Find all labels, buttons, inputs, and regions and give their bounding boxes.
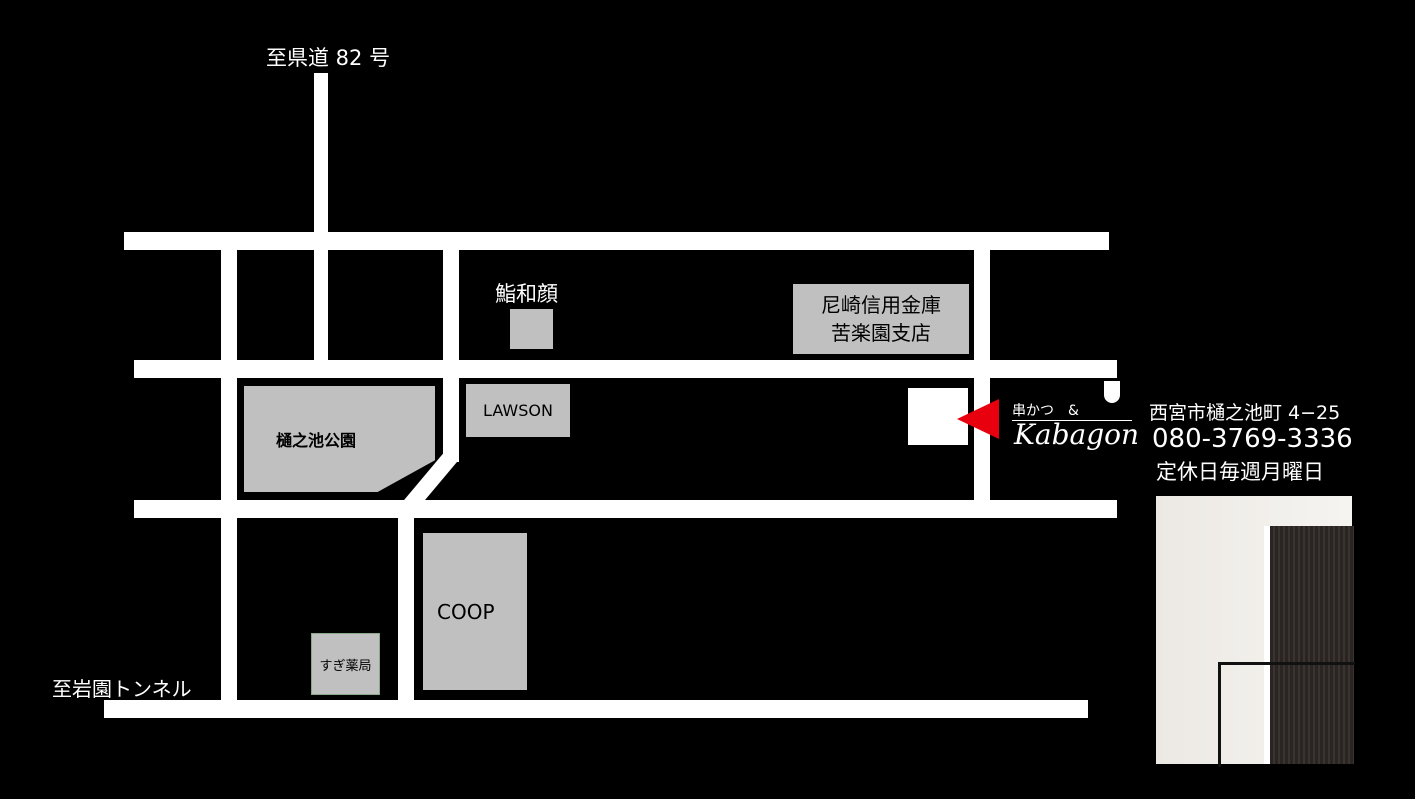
building-coop: COOP (423, 533, 527, 690)
shop-closed-day: 定休日毎週月曜日 (1156, 460, 1324, 484)
bank-branch: 苦楽園支店 (831, 321, 931, 345)
shop-photo (1156, 496, 1355, 767)
handrail (1218, 662, 1355, 767)
building-lawson: LAWSON (466, 384, 570, 437)
road (134, 360, 1117, 378)
shop-phone: 080-3769-3336 (1152, 424, 1353, 454)
road (124, 232, 1109, 250)
road (443, 232, 459, 462)
label-sushi: 鮨和顔 (495, 282, 558, 306)
road (134, 500, 1117, 518)
building-pharmacy: すぎ薬局 (311, 633, 380, 695)
shop-address: 西宮市樋之池町 4−25 (1149, 402, 1341, 424)
location-marker-icon (957, 399, 999, 439)
building-sushi (510, 309, 553, 349)
building-bank: 尼崎信用金庫 苦楽園支店 (793, 284, 969, 354)
road (314, 73, 328, 363)
road (221, 232, 237, 712)
wine-glass-icon (1104, 381, 1120, 403)
park-label: 樋之池公園 (276, 431, 357, 450)
shop-logo-top: 串かつ & (1012, 400, 1132, 421)
door (1264, 526, 1354, 764)
road (104, 700, 1088, 718)
label-west: 至岩園トンネル (52, 677, 192, 701)
bank-name: 尼崎信用金庫 (821, 293, 941, 317)
shop-logo-name: Kabagon (1014, 418, 1140, 451)
road (398, 505, 414, 710)
road (974, 232, 990, 512)
park: 樋之池公園 (244, 386, 435, 492)
label-south: 至苦楽園口 (968, 716, 1068, 740)
label-north: 至県道 82 号 (266, 46, 391, 70)
